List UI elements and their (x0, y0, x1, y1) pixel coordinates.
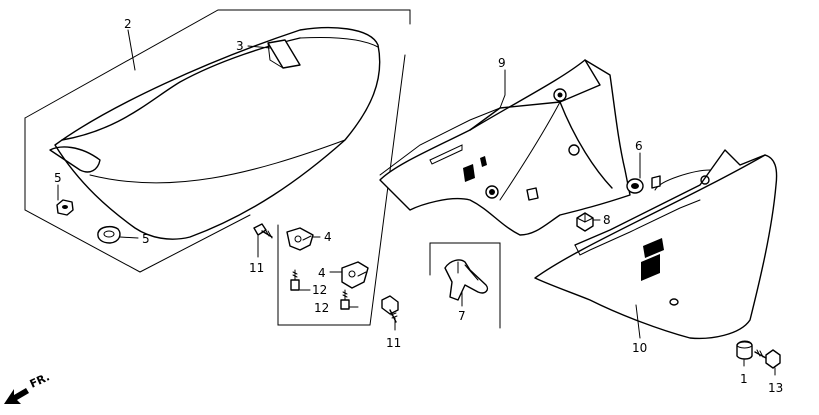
right-side-cover (379, 59, 631, 236)
seat-nut-lower (97, 225, 121, 244)
clamp-frame (429, 242, 501, 329)
seat-stud-lower (340, 289, 350, 310)
label-part-7: 7 (458, 309, 466, 323)
seat-stud-upper (290, 269, 300, 291)
label-part-4-lower: 4 (318, 266, 326, 280)
label-part-6: 6 (635, 139, 643, 153)
label-part-5-upper: 5 (54, 171, 62, 185)
collar (736, 340, 753, 360)
label-part-3: 3 (236, 39, 244, 53)
label-part-11-right: 11 (386, 336, 401, 350)
seat (49, 26, 381, 240)
seat-bracket-upper (286, 227, 314, 251)
leader-lines (57, 29, 776, 376)
label-part-12-lower: 12 (314, 301, 329, 315)
label-part-12-upper: 12 (312, 283, 327, 297)
cover-bolt-b (381, 295, 399, 323)
label-part-2: 2 (124, 17, 132, 31)
seat-bracket-lower (341, 261, 369, 289)
label-part-5-lower: 5 (142, 232, 150, 246)
label-part-11-left: 11 (249, 261, 264, 275)
seat-strap (267, 39, 301, 69)
label-part-4-upper: 4 (324, 230, 332, 244)
seat-bolt (253, 223, 273, 239)
front-direction-label: FR. (28, 370, 52, 390)
left-side-cover (534, 149, 778, 340)
clip-nut (576, 212, 594, 232)
label-part-9: 9 (498, 56, 506, 70)
front-arrow-icon (4, 388, 29, 404)
seat-nut-upper (56, 199, 74, 216)
front-direction-indicator: FR. (4, 370, 52, 404)
label-part-8: 8 (603, 213, 611, 227)
cover-bolt (754, 349, 781, 369)
cover-clamp (444, 259, 489, 301)
label-part-10: 10 (632, 341, 647, 355)
part-labels: 2 3 5 5 11 4 4 12 12 11 7 9 6 8 10 1 13 (54, 17, 783, 395)
label-part-13: 13 (768, 381, 783, 395)
seat-group-frame (24, 9, 411, 326)
label-part-1: 1 (740, 372, 748, 386)
rubber-grommet (626, 178, 644, 194)
